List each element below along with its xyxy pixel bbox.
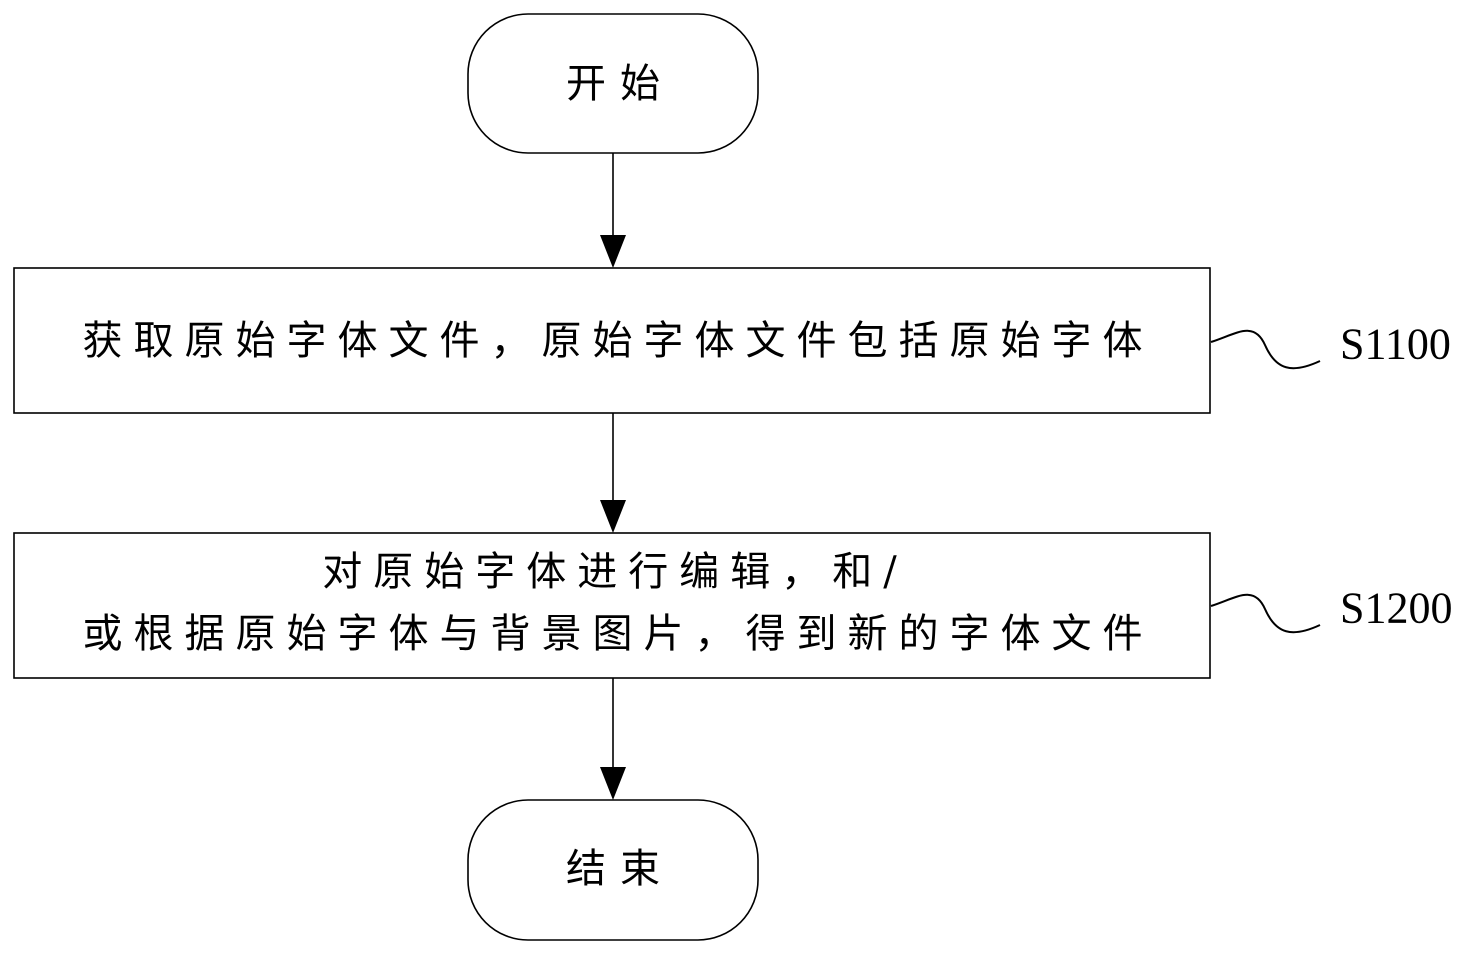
step1-label: 获取原始字体文件，原始字体文件包括原始字体 [83,318,1154,364]
arrowhead [600,235,626,268]
step-id-s1200: S1200 [1340,584,1452,633]
arrow-step2-to-end [600,678,626,800]
step2-node: 对原始字体进行编辑，和/ 或根据原始字体与背景图片，得到新的字体文件 [13,532,1211,679]
arrow-start-to-step1 [600,153,626,268]
step2-box [13,532,1211,679]
end-label: 结束 [566,846,674,892]
arrow-step1-to-step2 [600,413,626,533]
arrowhead [600,500,626,533]
leader-line-s1200 [1210,593,1321,634]
end-node: 结束 [467,799,759,941]
step1-node: 获取原始字体文件，原始字体文件包括原始字体 [13,267,1211,414]
start-label: 开始 [566,61,674,107]
start-node: 开始 [467,13,759,154]
arrowhead [600,767,626,800]
step2-label-line2: 或根据原始字体与背景图片，得到新的字体文件 [83,611,1154,657]
step-id-s1100: S1100 [1340,320,1451,369]
end-terminal-shape [467,799,759,941]
leader-line-s1100 [1210,329,1321,370]
step2-label-line1: 对原始字体进行编辑，和/ [322,549,907,595]
step1-box [13,267,1211,414]
